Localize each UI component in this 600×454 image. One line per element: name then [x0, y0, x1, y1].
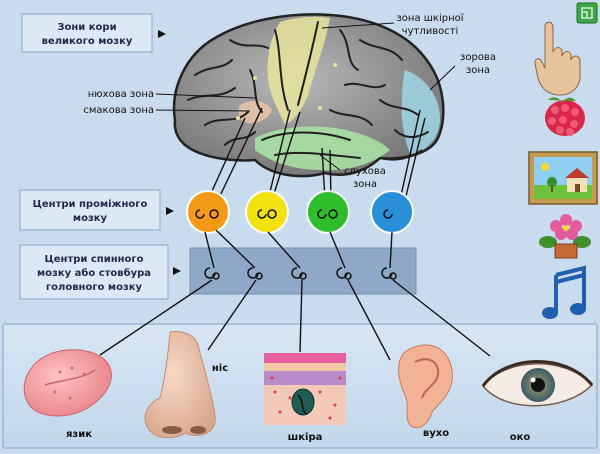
nose-image [144, 331, 216, 439]
intermediate-box-line1: Центри проміжного [33, 199, 148, 210]
spinal-centers-bar [189, 247, 417, 295]
hearing-zone-label-line2: зона [353, 179, 377, 190]
centers-to-spinal-lines [204, 229, 393, 269]
visual-zone-label-line2: зона [466, 65, 490, 76]
center-green [306, 190, 350, 234]
ear-image [398, 344, 453, 429]
spinal-to-organs-lines [99, 279, 491, 361]
cortex-box-line2: великого мозку [42, 36, 133, 47]
cortex-box: Зони кори великого мозку [21, 13, 153, 53]
center-blue [370, 190, 414, 234]
eye-image [481, 360, 594, 407]
skin-zone-label-line2: чутливості [402, 25, 459, 37]
spinal-box: Центри спинного мозку або стовбура голов… [19, 244, 169, 300]
close-button[interactable] [576, 2, 598, 24]
spinal-box-line2: мозку або стовбура [37, 267, 151, 279]
nose-label: ніс [212, 363, 228, 374]
taste-zone-label: смакова зона [83, 105, 154, 116]
spinal-nodes [204, 267, 397, 280]
tongue-image [23, 349, 112, 417]
cortex-to-centers-lines [207, 107, 426, 201]
intermediate-box-arrow [166, 207, 174, 215]
cortex-box-line1: Зони кори [57, 22, 116, 33]
spinal-box-arrow [173, 267, 181, 275]
spinal-box-line1: Центри спинного [44, 254, 143, 265]
visual-zone-label-line1: зорова [460, 52, 496, 63]
picture-icon[interactable] [528, 151, 598, 205]
skin-label: шкіра [288, 432, 323, 443]
intermediate-box-line2: мозку [73, 213, 108, 224]
spinal-box-line3: головного мозку [46, 282, 143, 293]
hand-icon[interactable] [534, 21, 581, 96]
eye-label: око [510, 432, 531, 443]
taste-zone [238, 100, 272, 124]
hearing-zone-label-line1: слухова [344, 166, 386, 177]
smell-zone-label: нюхова зона [88, 89, 154, 100]
center-orange [186, 190, 230, 234]
skin-zone [267, 16, 330, 125]
raspberry-icon[interactable] [545, 97, 585, 136]
cortex-box-arrow [158, 30, 166, 38]
center-yellow [245, 190, 289, 234]
tongue-label: язик [66, 429, 92, 440]
intermediate-box: Центри проміжного мозку [19, 189, 161, 231]
ear-label: вухо [423, 428, 449, 439]
flower-icon[interactable] [539, 214, 591, 259]
skin-zone-label-line1: зона шкірної [396, 12, 463, 24]
intermediate-centers [186, 190, 414, 234]
brain [172, 13, 445, 178]
music-note-icon[interactable] [542, 265, 586, 319]
skin-image [264, 353, 346, 425]
visual-zone [401, 70, 440, 154]
